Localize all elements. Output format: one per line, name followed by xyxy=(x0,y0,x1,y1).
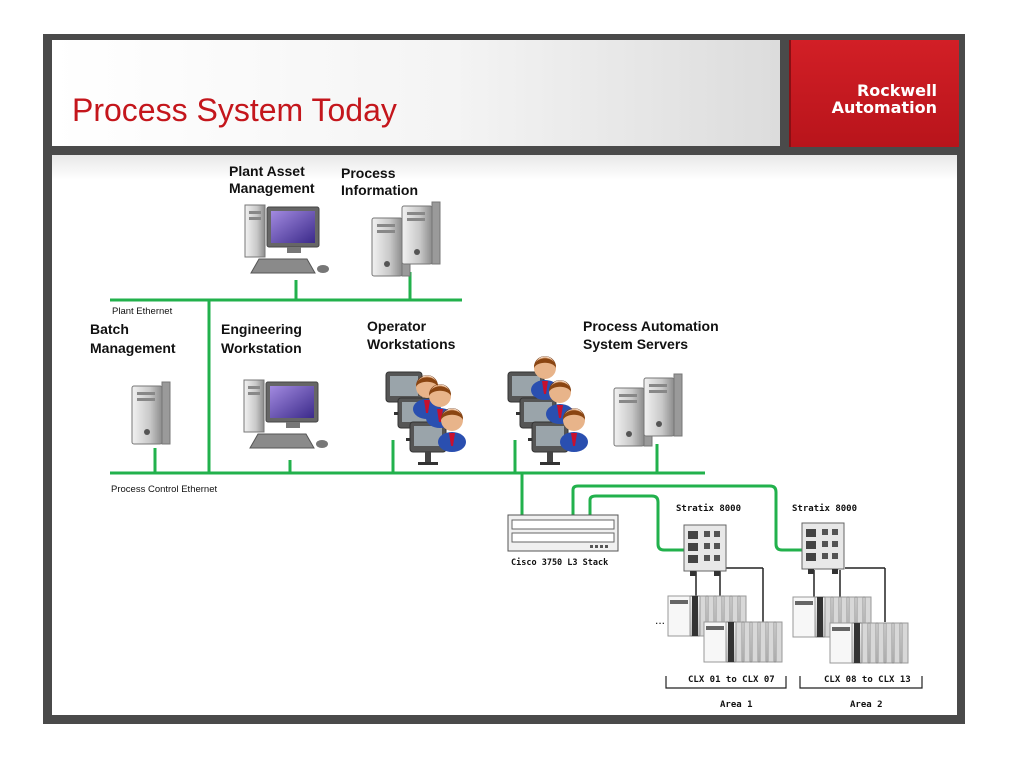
logo-text: Rockwell Automation xyxy=(832,82,937,116)
label-process-info-2: Information xyxy=(341,182,418,198)
logo-line-1: Rockwell xyxy=(856,81,937,100)
label-stratix-2: Stratix 8000 xyxy=(792,503,857,514)
label-batch-1: Batch xyxy=(90,321,129,337)
label-plant-asset-1: Plant Asset xyxy=(229,163,305,179)
label-batch-2: Management xyxy=(90,340,176,356)
label-area2-range: CLX 08 to CLX 13 xyxy=(824,675,911,685)
label-stratix-1: Stratix 8000 xyxy=(676,503,741,514)
label-area2: Area 2 xyxy=(850,700,883,710)
label-plant-asset-2: Management xyxy=(229,180,315,196)
network-lines xyxy=(110,272,803,552)
label-pa-servers-1: Process Automation xyxy=(583,318,719,334)
label-area1-range: CLX 01 to CLX 07 xyxy=(688,675,775,685)
cisco-stack xyxy=(507,514,619,552)
label-ellipsis: ... xyxy=(655,613,665,627)
label-engineering-2: Workstation xyxy=(221,340,302,356)
logo-line-2: Automation xyxy=(831,98,937,117)
label-cisco-stack: Cisco 3750 L3 Stack xyxy=(511,557,608,568)
label-process-info-1: Process xyxy=(341,165,396,181)
slide-title: Process System Today xyxy=(72,92,397,128)
label-operator-1: Operator xyxy=(367,318,427,334)
rockwell-logo: Rockwell Automation xyxy=(789,40,959,147)
label-process-control-ethernet: Process Control Ethernet xyxy=(111,484,217,495)
slide-header xyxy=(52,40,780,146)
label-plant-ethernet: Plant Ethernet xyxy=(112,306,173,317)
label-pa-servers-2: System Servers xyxy=(583,336,688,352)
label-operator-2: Workstations xyxy=(367,336,456,352)
label-area1: Area 1 xyxy=(720,700,753,710)
label-engineering-1: Engineering xyxy=(221,321,302,337)
